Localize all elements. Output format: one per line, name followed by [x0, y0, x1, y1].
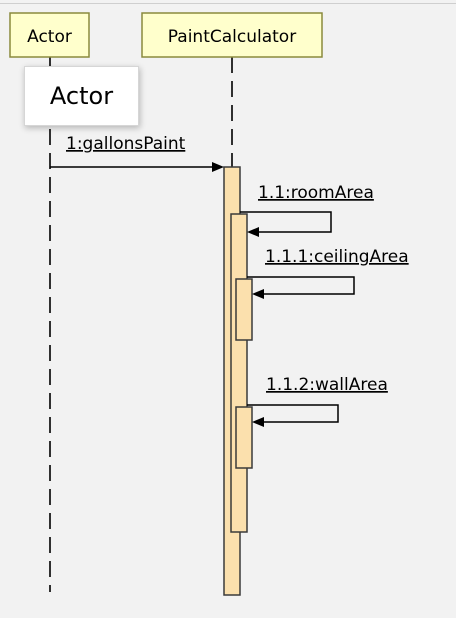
- message-wall-area-line: [247, 404, 339, 423]
- activation-room-area[interactable]: [230, 213, 248, 533]
- message-gallons-paint-label: 1:gallonsPaint: [66, 134, 186, 154]
- participant-paint-calculator-label: PaintCalculator: [168, 27, 296, 47]
- participant-paint-calculator[interactable]: PaintCalculator: [141, 12, 323, 58]
- message-gallons-paint-arrowhead: [212, 162, 224, 172]
- message-gallons-paint[interactable]: 1:gallonsPaint: [50, 134, 224, 172]
- participant-actor[interactable]: Actor: [9, 12, 90, 58]
- message-wall-area-arrowhead: [252, 417, 264, 427]
- hover-tooltip: Actor: [24, 66, 139, 126]
- message-room-area-label: 1.1:roomArea: [258, 183, 374, 203]
- message-wall-area-label: 1.1.2:wallArea: [266, 375, 388, 395]
- participant-actor-box: [9, 12, 90, 58]
- message-ceiling-area-label: 1.1.1:ceilingArea: [265, 247, 409, 267]
- participant-actor-label: Actor: [27, 27, 72, 47]
- message-ceiling-area-arrowhead: [252, 289, 264, 299]
- message-ceiling-area[interactable]: 1.1.1:ceilingArea: [247, 247, 409, 299]
- message-ceiling-area-line: [247, 276, 355, 295]
- activation-wall-area[interactable]: [235, 406, 253, 469]
- activation-ceiling-area[interactable]: [235, 278, 253, 341]
- message-wall-area[interactable]: 1.1.2:wallArea: [247, 375, 388, 427]
- message-room-area-line: [240, 211, 332, 233]
- participant-paint-calculator-box: [141, 12, 323, 58]
- message-room-area-arrowhead: [247, 227, 259, 237]
- hover-tooltip-text: Actor: [49, 82, 114, 110]
- message-room-area[interactable]: 1.1:roomArea: [240, 183, 374, 237]
